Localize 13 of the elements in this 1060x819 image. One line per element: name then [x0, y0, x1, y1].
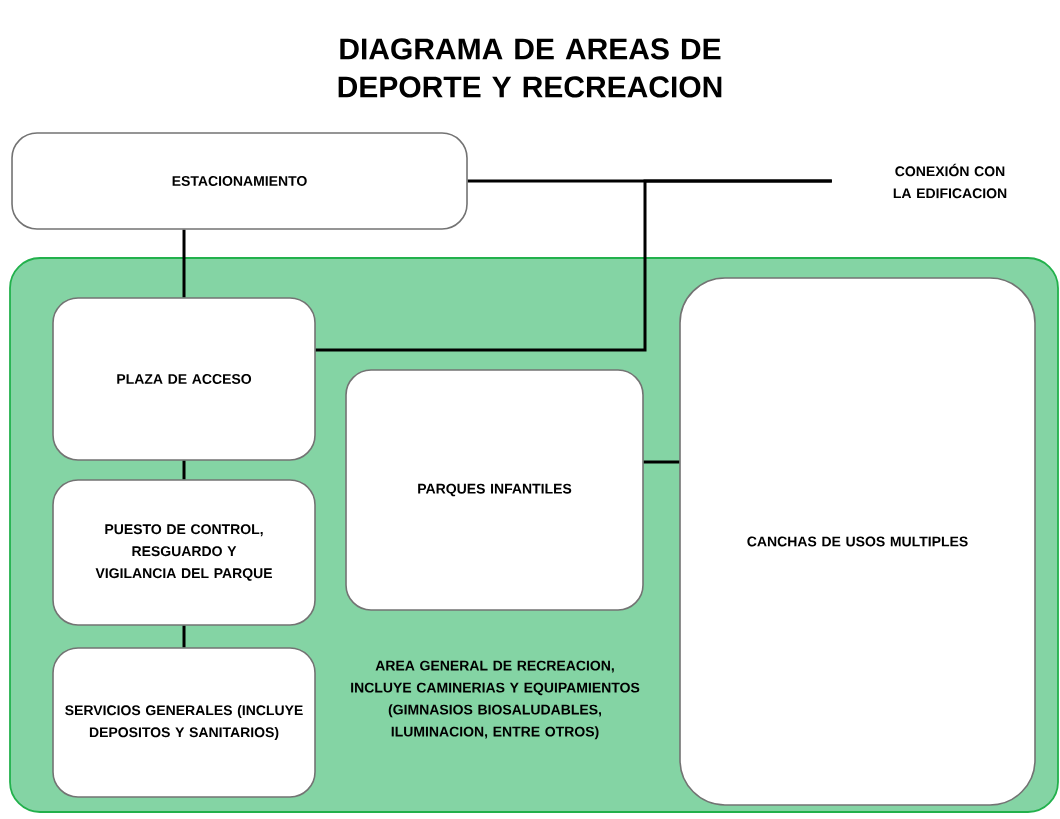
area-box: SERVICIOS GENERALES (INCLUYE DEPOSITOS Y SANITARIOS) [52, 647, 316, 798]
connection-label: CONEXIÓN CON LA EDIFICACION [893, 163, 1007, 199]
area-box: PARQUES INFANTILES [345, 369, 644, 611]
connector-line [182, 625, 186, 648]
title: DIAGRAMA DE AREAS DE DEPORTE Y RECREACION [338, 38, 722, 98]
connector-line [182, 460, 186, 480]
area-box: PLAZA DE ACCESO [52, 297, 316, 461]
connector-line [643, 460, 680, 464]
connector-line [182, 229, 186, 298]
area-box: CANCHAS DE USOS MULTIPLES [679, 277, 1036, 806]
area-box: PUESTO DE CONTROL, RESGUARDO Y VIGILANCIA DEL PARQUE [52, 479, 316, 626]
area-box: ESTACIONAMIENTO [11, 132, 468, 230]
connector-line [315, 179, 832, 352]
